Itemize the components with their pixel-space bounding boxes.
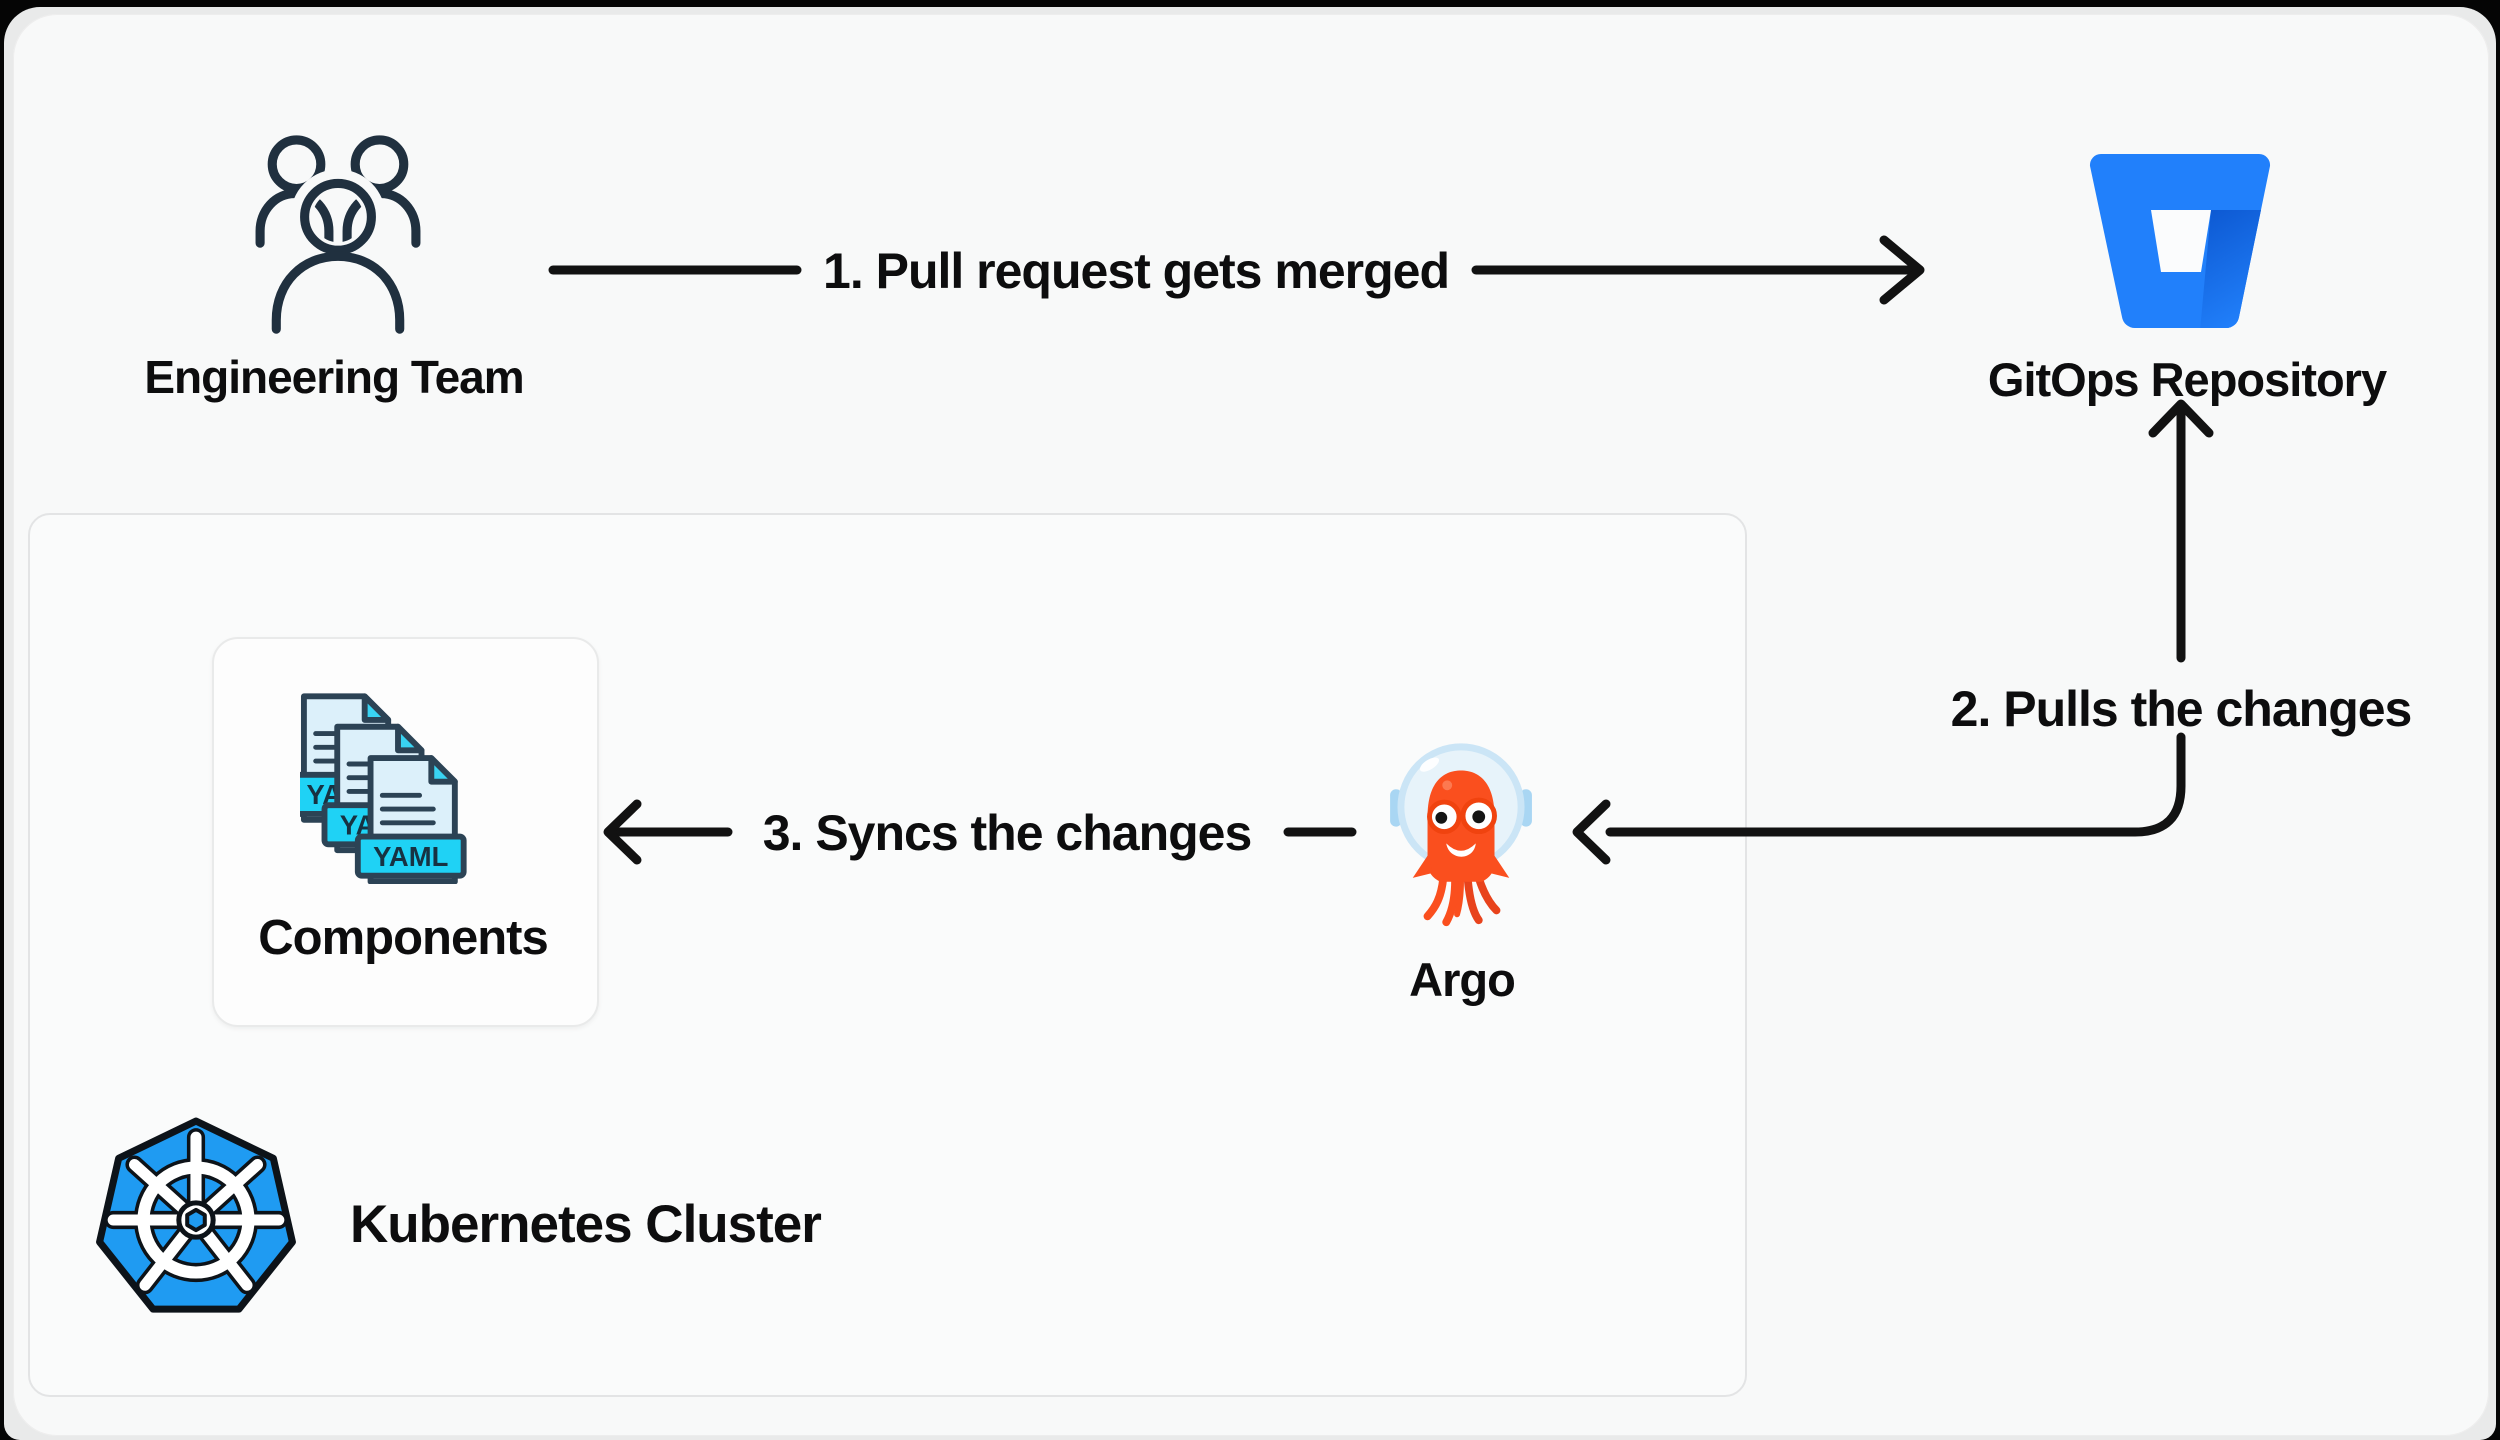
components-label: Components [258, 911, 548, 965]
step-2-label: 2. Pulls the changes [1950, 681, 2413, 737]
yaml-files-icon: YAML YAML YAML [300, 693, 467, 884]
step-3-label: 3. Syncs the changes [762, 805, 1253, 861]
svg-text:YAML: YAML [373, 841, 448, 872]
bitbucket-icon [2089, 153, 2271, 329]
kubernetes-cluster-label: Kubernetes Cluster [350, 1195, 822, 1254]
kubernetes-icon [96, 1117, 296, 1313]
team-icon [255, 135, 421, 334]
argo-label: Argo [1409, 953, 1516, 1006]
engineering-team-label: Engineering Team [144, 351, 524, 403]
step-1-label: 1. Pull request gets merged [823, 243, 1450, 299]
gitops-repository-label: GitOps Repository [1987, 353, 2387, 406]
argo-octopus-icon [1390, 743, 1532, 927]
